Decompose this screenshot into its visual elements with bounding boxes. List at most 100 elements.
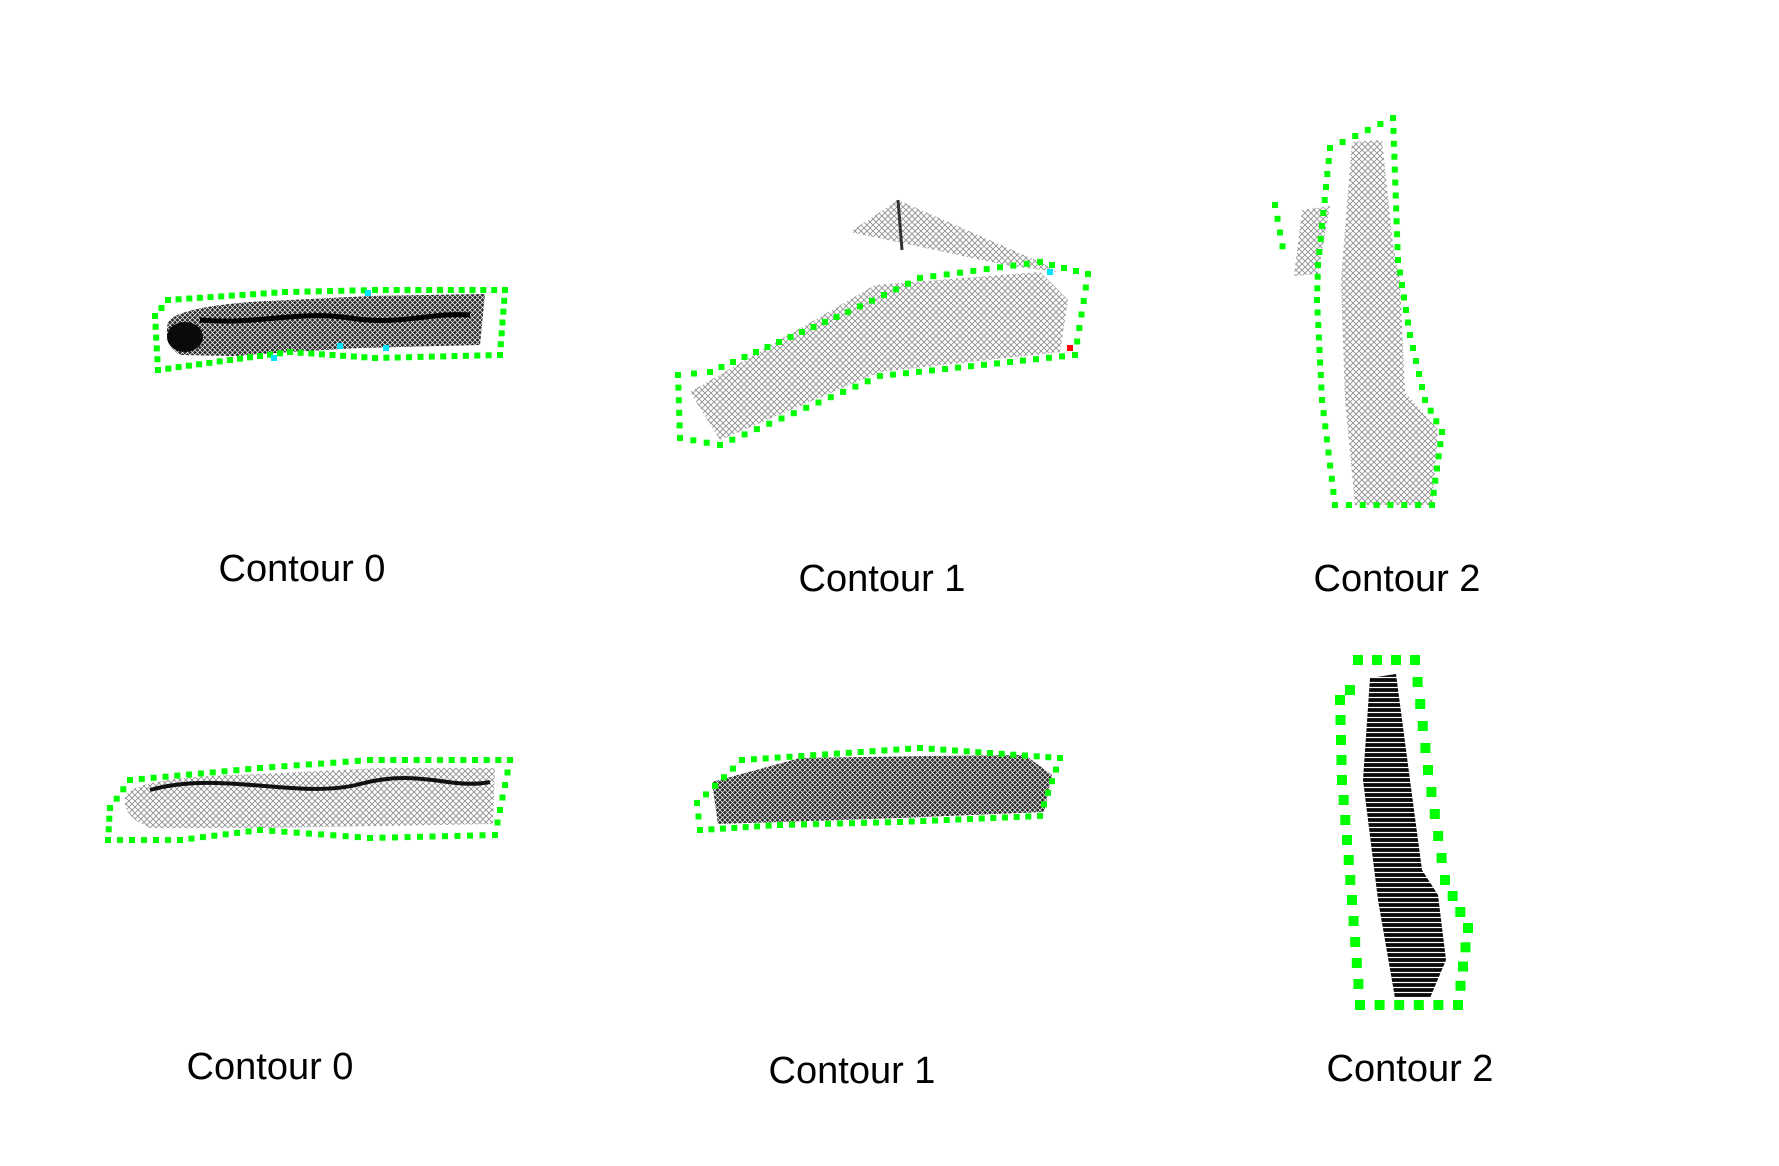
contour-marker [1455, 907, 1466, 917]
contour-marker [741, 431, 748, 438]
contour-marker [175, 296, 182, 303]
contour-marker [707, 369, 713, 375]
contour-marker [970, 267, 977, 274]
contour-marker [1315, 262, 1321, 268]
contour-marker [1279, 243, 1286, 250]
point-cloud [712, 755, 1052, 824]
contour-marker [1327, 462, 1334, 469]
contour-marker [1426, 787, 1437, 797]
contour-marker [1332, 502, 1338, 508]
contour-marker [963, 748, 970, 755]
contour-marker [175, 364, 182, 371]
contour-marker [186, 295, 193, 302]
contour-marker [330, 832, 337, 839]
contour-marker [837, 820, 843, 827]
contour-marker [1351, 958, 1362, 968]
contour-marker [207, 294, 214, 301]
contour-marker [928, 745, 935, 752]
contour-marker [905, 745, 912, 752]
contour-marker [372, 355, 378, 361]
contour-marker [952, 747, 958, 754]
contour-marker [1324, 171, 1331, 177]
contour-marker [1433, 418, 1440, 425]
contour-marker [1412, 677, 1423, 687]
contour-marker [305, 761, 312, 768]
contour-marker [1037, 813, 1043, 819]
contour-marker [721, 774, 727, 781]
contour-marker [152, 313, 158, 319]
contour-marker [106, 815, 113, 822]
contour-marker [1342, 835, 1352, 845]
contour-marker [360, 287, 367, 294]
contour-label: Contour 0 [218, 548, 386, 590]
contour-marker [676, 422, 683, 429]
contour-marker [893, 746, 900, 753]
contour-marker [1322, 423, 1329, 430]
contour-marker [218, 293, 225, 300]
contour-marker [840, 388, 847, 395]
contour-marker [833, 314, 840, 320]
contour-marker [277, 350, 283, 357]
contour-marker [908, 818, 915, 825]
contour-marker [454, 832, 461, 839]
contour-marker [1455, 980, 1466, 991]
contour-marker [1336, 755, 1347, 765]
contour-marker [815, 399, 822, 406]
contour-marker [1022, 752, 1028, 759]
contour-marker [474, 352, 481, 359]
contour-marker [113, 795, 120, 802]
contour-marker [234, 829, 241, 836]
contour-marker [1023, 260, 1030, 267]
contour-marker [729, 436, 736, 443]
contour-marker [165, 837, 171, 843]
contour-marker [378, 757, 385, 763]
contour-marker [1319, 223, 1325, 229]
contour-marker [799, 329, 805, 335]
contour-marker [1316, 249, 1323, 255]
contour-marker [1272, 202, 1278, 208]
contour-marker [458, 287, 465, 293]
contour-marker [983, 266, 990, 273]
point-cloud [166, 294, 485, 356]
contour-marker [502, 287, 508, 293]
contour-marker [1401, 294, 1407, 301]
contour-marker [165, 297, 171, 303]
contour-marker [905, 280, 911, 287]
contour-marker [228, 292, 235, 299]
contour-marker [437, 287, 443, 293]
contour-label: Contour 2 [1326, 1048, 1494, 1090]
contour-marker [501, 297, 508, 304]
contour-marker [1413, 358, 1419, 364]
contour-marker [1436, 853, 1447, 863]
contour-marker [260, 290, 267, 297]
cyan-marker [1047, 269, 1053, 275]
contour-marker [1327, 145, 1333, 151]
contour-marker [500, 308, 507, 315]
contour-marker [1377, 121, 1384, 127]
contour-marker [499, 319, 506, 326]
contour-marker [271, 289, 278, 296]
contour-marker [502, 782, 508, 788]
contour-marker [1061, 265, 1067, 271]
contour-marker [257, 827, 263, 833]
contour-marker [383, 354, 390, 361]
contour-marker [153, 345, 160, 352]
contour-marker [810, 752, 817, 759]
cyan-marker [383, 345, 389, 351]
contour-marker [822, 319, 828, 325]
contour-marker [1387, 502, 1394, 508]
contour-marker [404, 834, 411, 841]
contour-marker [141, 837, 147, 843]
contour-marker [1078, 311, 1085, 318]
contour-marker [372, 287, 378, 293]
contour-marker [354, 834, 361, 841]
contour-marker [1316, 347, 1323, 353]
contour-marker [1033, 356, 1039, 363]
contour-marker [1364, 127, 1371, 133]
contour-marker [1372, 655, 1382, 665]
contour-marker [245, 828, 252, 835]
contour-marker [153, 837, 159, 843]
contour-marker [153, 334, 160, 341]
contour-marker [1453, 1000, 1463, 1010]
contour-marker [382, 287, 389, 293]
